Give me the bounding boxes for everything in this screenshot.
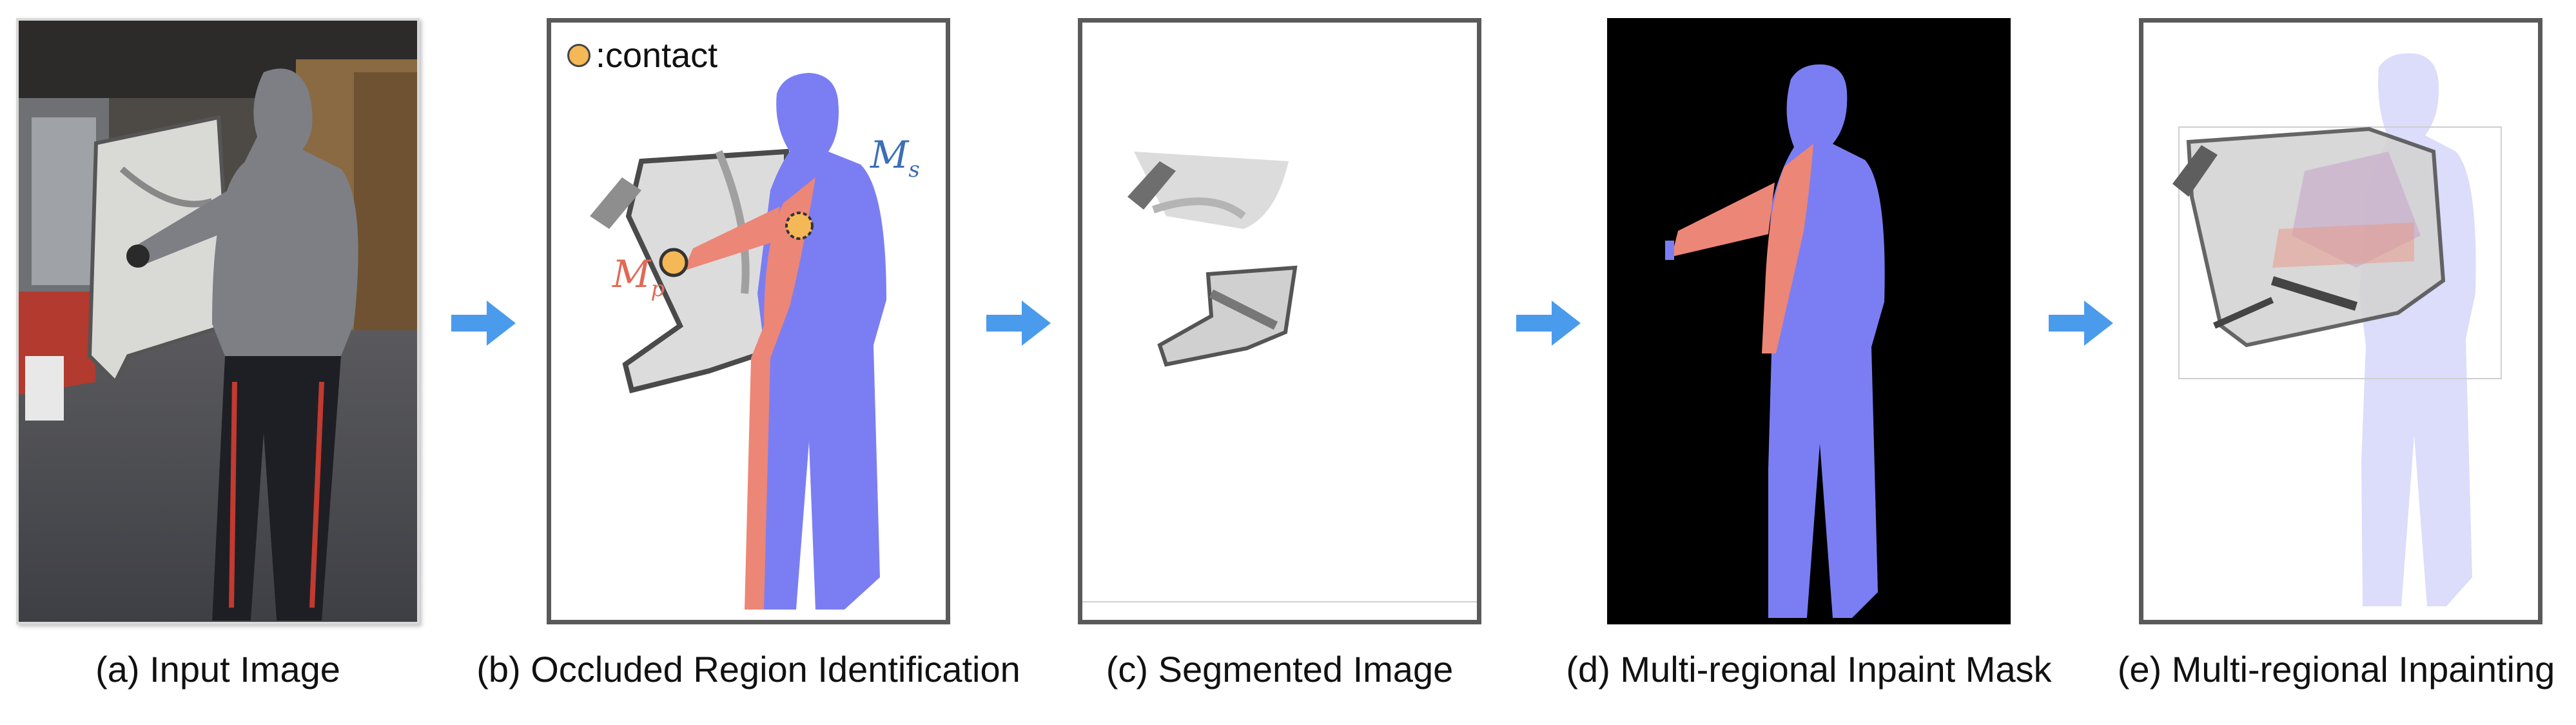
contact-dot-icon <box>659 248 688 277</box>
inpainting-figure <box>2172 53 2502 606</box>
legend: :contact <box>567 35 717 75</box>
caption-a: (a) Input Image <box>95 649 340 690</box>
right-arrow-icon <box>986 301 1051 346</box>
caption-b: (b) Occluded Region Identification <box>476 649 1020 690</box>
inpaint-mask-panel <box>1607 18 2011 624</box>
caption-e: (e) Multi-regional Inpainting <box>2117 649 2555 690</box>
segmented-figure <box>1082 152 1477 602</box>
input-photo <box>19 21 417 622</box>
legend-label: :contact <box>596 36 718 75</box>
caption-c: (c) Segmented Image <box>1106 649 1454 690</box>
right-arrow-icon <box>2049 301 2113 346</box>
input-image-panel <box>16 18 420 624</box>
contact-dot-icon <box>567 44 590 67</box>
right-arrow-icon <box>451 301 516 346</box>
segmented-image-panel <box>1078 18 1481 624</box>
label-mp: Mp <box>612 252 665 302</box>
label-ms: Ms <box>870 133 920 183</box>
inpainting-panel <box>2139 18 2542 624</box>
inpaint-mask-figure <box>1665 64 1885 618</box>
occluded-region-panel: Ms Mp :contact <box>547 18 950 624</box>
contact-dot-icon <box>785 212 814 240</box>
occluded-region-figure: Ms Mp <box>590 73 920 610</box>
right-arrow-icon <box>1516 301 1581 346</box>
caption-d: (d) Multi-regional Inpaint Mask <box>1566 649 2052 690</box>
